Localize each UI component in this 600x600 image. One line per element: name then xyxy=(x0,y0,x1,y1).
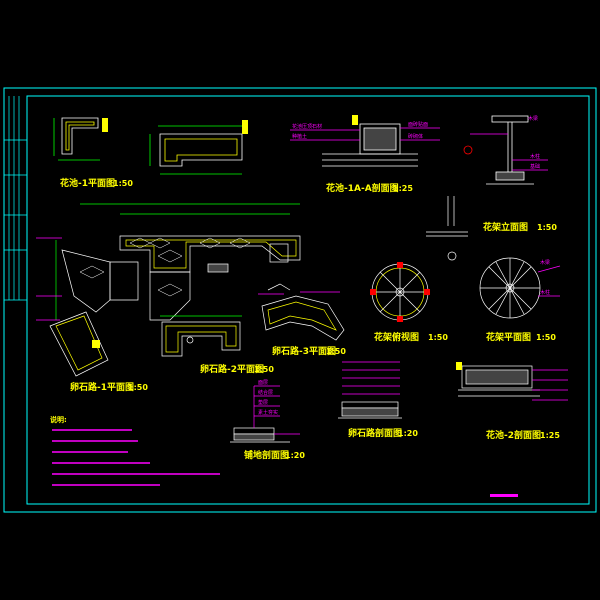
planter2-section-scale: 1:25 xyxy=(540,431,560,440)
path2-plan-drawing xyxy=(160,315,242,357)
path3-plan-title: 卵石路-3平面图 xyxy=(272,345,336,357)
svg-text:木梁: 木梁 xyxy=(540,259,550,266)
planter2-section-title: 花池-2剖面图 xyxy=(486,429,541,441)
svg-text:面层: 面层 xyxy=(258,380,268,386)
pergola-elevation-scale: 1:50 xyxy=(537,223,557,232)
paving-section-title: 铺地剖面图 xyxy=(244,449,289,461)
paving-section-drawing xyxy=(230,385,300,443)
path-section-drawing xyxy=(338,361,402,419)
pergola-plan-drawing xyxy=(479,257,561,319)
pergola-top-scale: 1:50 xyxy=(428,333,448,342)
svg-text:素土夯实: 素土夯实 xyxy=(258,409,278,416)
path1-diamond-pattern xyxy=(79,237,251,297)
path2-plan-title: 卵石路-2平面图 xyxy=(200,363,264,375)
outer-frame xyxy=(3,87,597,513)
pergola-top-drawing xyxy=(370,262,430,322)
path3-plan-drawing xyxy=(258,283,345,341)
notes-heading: 说明: xyxy=(50,415,67,424)
path1-plan-drawing xyxy=(36,203,301,377)
planter1-section-labels: 花池压顶石材 种植土 面砖贴面 砖砌体 xyxy=(292,121,428,140)
paving-section-scale: 1:20 xyxy=(285,451,305,460)
pergola-plan-labels: 木梁 木柱 xyxy=(540,259,550,296)
sheet-label-mark xyxy=(490,494,518,497)
planter1-long-plan xyxy=(149,120,248,175)
detail-small-drawing xyxy=(426,196,468,261)
svg-text:结合层: 结合层 xyxy=(258,389,273,396)
planter1-plan-title: 花池-1平面图 xyxy=(60,177,115,189)
planter1-section-title: 花池-1A-A剖面图 xyxy=(326,182,399,194)
planter1-section-scale: 1:25 xyxy=(393,184,413,193)
pergola-elevation-title: 花架立面图 xyxy=(483,221,528,233)
svg-text:木柱: 木柱 xyxy=(530,153,540,160)
pergola-plan-title: 花架平面图 xyxy=(486,331,531,343)
svg-text:面砖贴面: 面砖贴面 xyxy=(408,121,428,128)
svg-text:砖砌体: 砖砌体 xyxy=(408,133,423,140)
path1-plan-scale: 1:50 xyxy=(128,383,148,392)
svg-text:基础: 基础 xyxy=(530,163,540,170)
planter2-section-drawing xyxy=(456,362,568,401)
pergola-elevation-drawing xyxy=(463,115,548,185)
path2-plan-scale: 1:50 xyxy=(254,365,274,374)
pergola-elevation-labels: 木梁 木柱 基础 xyxy=(528,115,540,170)
svg-text:木柱: 木柱 xyxy=(540,289,550,296)
svg-text:木梁: 木梁 xyxy=(528,115,538,122)
notes-lines xyxy=(52,429,220,486)
svg-text:花池压顶石材: 花池压顶石材 xyxy=(292,123,322,130)
svg-text:种植土: 种植土 xyxy=(292,133,307,140)
planter1-plan-scale: 1:50 xyxy=(113,179,133,188)
binding-strip xyxy=(4,96,27,301)
path1-plan-title: 卵石路-1平面图 xyxy=(70,381,134,393)
planter1-plan-drawing xyxy=(53,117,108,161)
pergola-top-title: 花架俯视图 xyxy=(374,331,419,343)
svg-text:垫层: 垫层 xyxy=(258,399,268,406)
pergola-plan-scale: 1:50 xyxy=(536,333,556,342)
planter1-section-drawing xyxy=(290,115,440,167)
path-section-title: 卵石路剖面图 xyxy=(348,427,402,439)
paving-section-labels: 面层 结合层 垫层 素土夯实 xyxy=(258,380,278,416)
path-section-scale: 1:20 xyxy=(398,429,418,438)
path3-plan-scale: 1:50 xyxy=(326,347,346,356)
